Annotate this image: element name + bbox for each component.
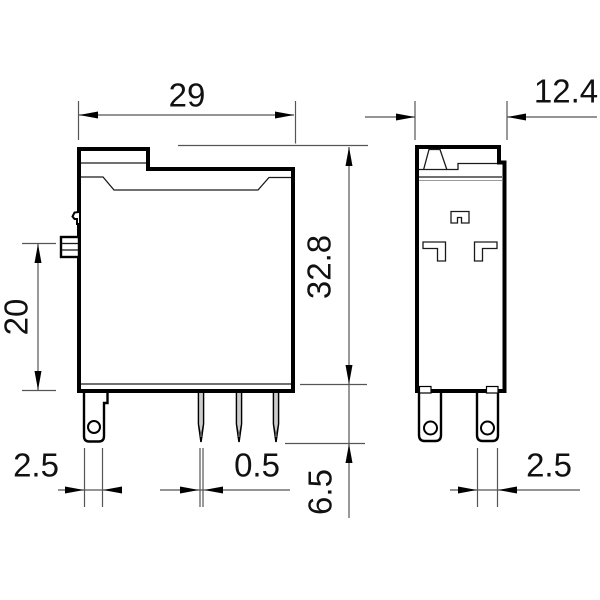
- dim-height-and-pins: 32.8 6.5: [178, 144, 368, 518]
- front-latch-bump: [71, 211, 80, 225]
- cap-trapezoid-detail: [422, 148, 448, 171]
- side-pin-hole-left: [423, 420, 438, 436]
- front-cover-seam: [81, 176, 291, 191]
- dim-label-front-blade-width: 2.5: [13, 447, 59, 484]
- front-blade-pin: [82, 391, 109, 443]
- side-pin-hole-right: [480, 420, 495, 436]
- pin-root-notch-right: [485, 385, 499, 394]
- dim-label-needle-width: 0.5: [234, 447, 280, 484]
- dim-label-side-depth: 12.4: [534, 73, 598, 110]
- front-mounting-tab: [59, 235, 81, 259]
- dim-front-width: 29: [77, 77, 297, 144]
- pin-root-notch-left: [418, 385, 432, 394]
- dim-front-blade-width: 2.5: [13, 447, 122, 507]
- side-body-outline: [415, 145, 507, 393]
- side-view: [415, 145, 507, 443]
- dim-label-pin-length: 6.5: [302, 469, 339, 515]
- dim-needle-width: 0.5: [160, 447, 290, 507]
- dim-label-height: 32.8: [301, 235, 338, 299]
- dim-label-front-width: 29: [169, 77, 206, 114]
- dim-label-side-blade-width: 2.5: [526, 447, 572, 484]
- front-body-outline: [77, 147, 295, 393]
- front-view: [59, 147, 295, 443]
- dim-label-tab-offset: 20: [0, 299, 35, 336]
- staple-cutout: [450, 210, 470, 224]
- cap-step-seam: [419, 162, 497, 171]
- l-cutout-left: [422, 241, 447, 262]
- blade-pin-hole: [87, 420, 101, 434]
- dim-tab-offset: 20: [0, 242, 56, 392]
- dim-side-blade-width: 2.5: [450, 447, 580, 507]
- dim-side-depth: 12.4: [365, 73, 598, 140]
- l-cutout-right: [473, 241, 498, 262]
- dimensions: 29 12.4 20: [0, 73, 598, 518]
